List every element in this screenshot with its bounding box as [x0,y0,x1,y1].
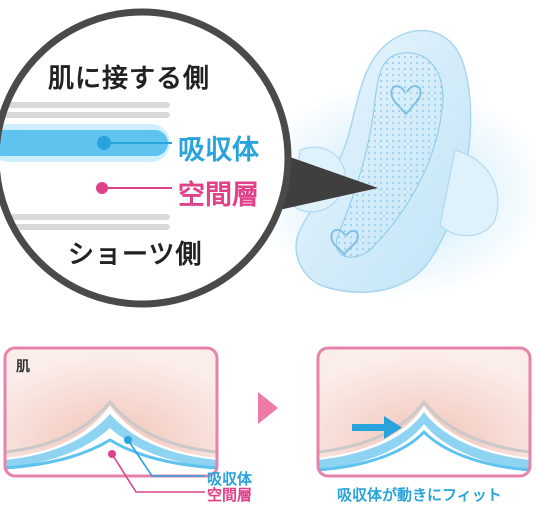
next-arrow-icon [258,392,278,424]
side-skin-label: 肌に接する側 [48,64,211,94]
movement-arrow-icon [352,416,402,439]
pointer-triangle [270,150,378,212]
absorber-label: 吸収体 [178,135,259,166]
fit-caption: 吸収体が動きにフィット [337,486,502,504]
before-panel [3,346,219,493]
bottom-absorber-label: 吸収体 [207,470,253,488]
side-shorts-label: ショーツ側 [68,240,203,270]
after-panel [316,346,532,478]
skin-label: 肌 [16,359,30,375]
magnifier-illustration [0,8,536,308]
magnifier-circle [0,8,292,308]
air-layer-label: 空間層 [178,180,259,211]
bottom-air-layer-label: 空間層 [207,486,253,504]
